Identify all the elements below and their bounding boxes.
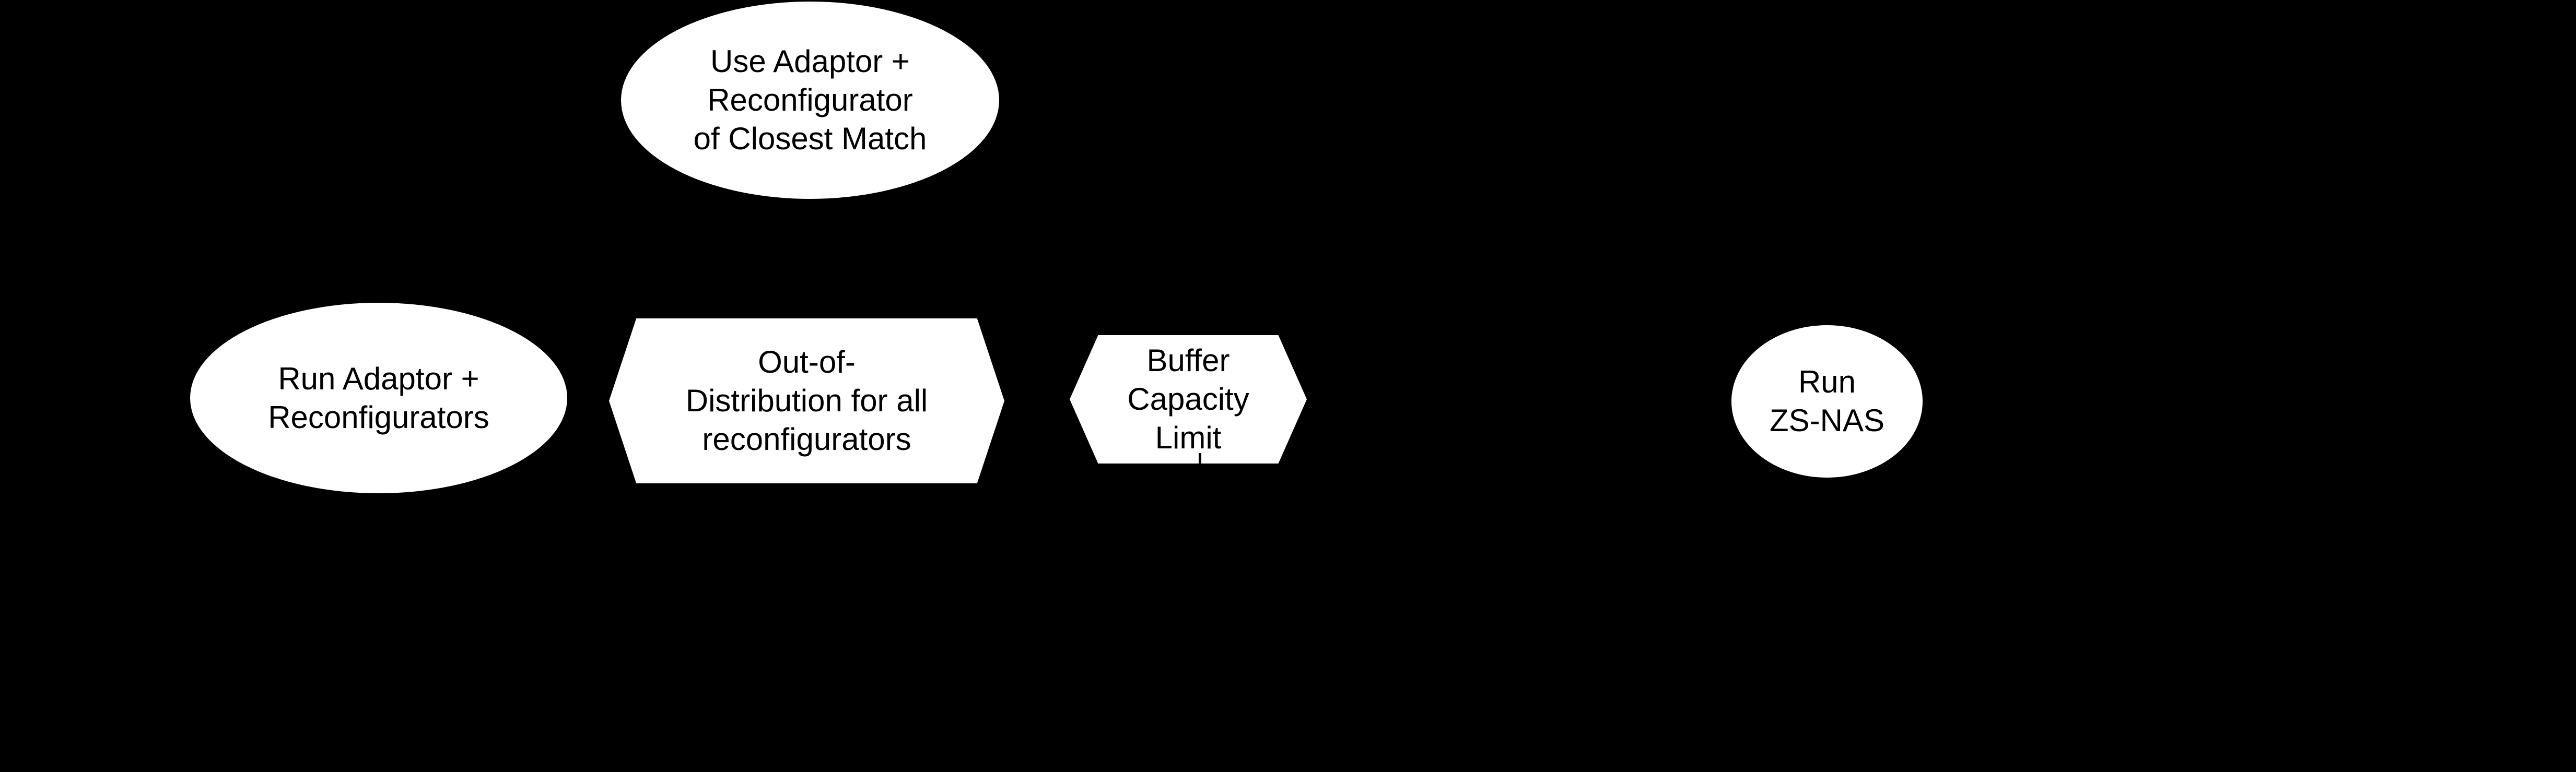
node-label: Run ZS-NAS xyxy=(1769,364,1885,438)
node-buffer-capacity-limit: Buffer Capacity Limit xyxy=(1070,335,1307,464)
node-run-adaptor-reconfigurators: Run Adaptor + Reconfigurators xyxy=(190,303,567,493)
node-run-zs-nas: Run ZS-NAS xyxy=(1731,325,1923,478)
node-out-of-distribution-for-all-reconfigurators: Out-of- Distribution for all reconfigura… xyxy=(609,318,1004,483)
node-label: Buffer Capacity Limit xyxy=(1127,343,1249,455)
node-label: Use Adaptor + Reconfigurator of Closest … xyxy=(693,44,927,156)
node-label: Run Adaptor + Reconfigurators xyxy=(268,361,489,435)
connector-stub-below-buffer-capacity-limit xyxy=(1199,453,1201,464)
node-use-adaptor-reconfigurator-of-closest-match: Use Adaptor + Reconfigurator of Closest … xyxy=(621,2,999,199)
node-label: Out-of- Distribution for all reconfigura… xyxy=(685,345,928,457)
